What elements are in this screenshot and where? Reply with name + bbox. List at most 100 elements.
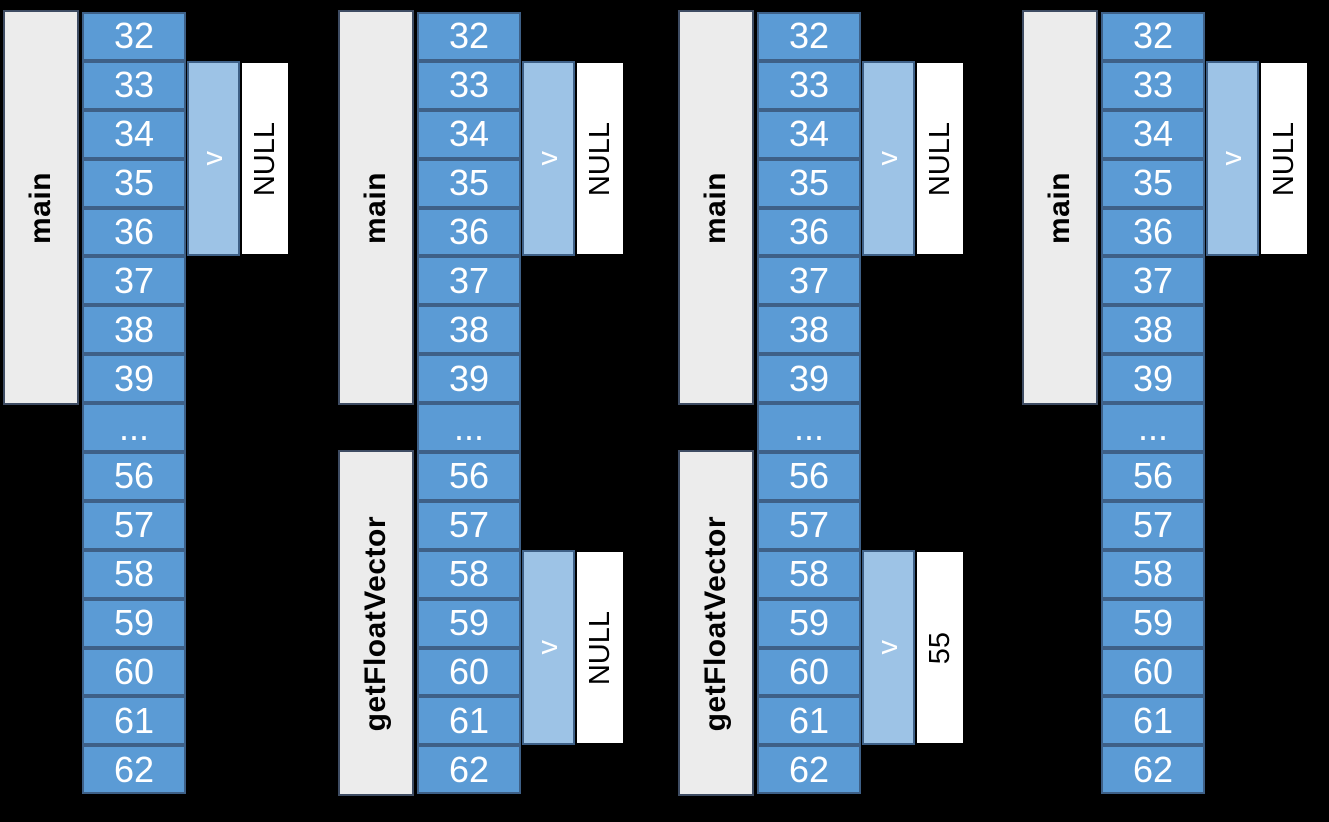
stack-cell: 38: [417, 305, 521, 355]
stack-cell-address: 34: [788, 113, 830, 155]
frame-getfloatvector-box: getFloatVector: [678, 450, 754, 797]
pointer-value: NULL: [923, 121, 956, 196]
stack-cell: 56: [82, 452, 186, 501]
frame-getfloatvector-box: getFloatVector: [338, 450, 414, 797]
pointer-label: v: [532, 151, 564, 166]
stack-cell-address: 33: [1132, 64, 1174, 106]
stack-cell: 56: [757, 452, 861, 501]
stack-cell-address: 34: [1132, 113, 1174, 155]
stack-cell-address: 60: [113, 651, 155, 693]
stack-cell-address: 38: [448, 308, 490, 350]
stack-cell-address: 57: [1132, 504, 1174, 546]
stack-cell: 34: [82, 109, 186, 159]
stack-cell: 59: [757, 598, 861, 648]
pointer-v-box: v: [862, 549, 915, 746]
stack-cell-address: 58: [113, 553, 155, 595]
stack-cell-address: 57: [113, 504, 155, 546]
stack-cell: 36: [1101, 207, 1205, 257]
stack-cell: 59: [82, 598, 186, 648]
stack-cell-address: 35: [448, 162, 490, 204]
stack-cell-address: 61: [1132, 699, 1174, 741]
stack-cell: 37: [1101, 256, 1205, 306]
stack-cell: 32: [1101, 12, 1205, 61]
stack-cell-address: 62: [448, 748, 490, 790]
pointer-value-box: NULL: [242, 62, 288, 255]
stack-cell: 39: [82, 354, 186, 404]
stack-cell-address: 59: [1132, 602, 1174, 644]
pointer-value: NULL: [583, 121, 616, 196]
stack-cell-address: 38: [1132, 308, 1174, 350]
stack-cell-address: 56: [1132, 455, 1174, 497]
stack-cell: 32: [417, 12, 521, 61]
stack-cell: 35: [417, 158, 521, 208]
stack-cell: 62: [417, 745, 521, 795]
stack-cell-address: 62: [113, 748, 155, 790]
stack-cell: 38: [1101, 305, 1205, 355]
stack-cell-address: 32: [788, 15, 830, 57]
stack-cell-address: 61: [788, 699, 830, 741]
stack-cell-address: 35: [113, 162, 155, 204]
pointer-v-box: v: [522, 60, 575, 257]
stack-cell-address: 39: [448, 357, 490, 399]
stack-cell-address: ...: [118, 406, 149, 448]
stack-cell: 32: [82, 12, 186, 61]
stack-cell-address: 38: [113, 308, 155, 350]
stack-cell: 60: [417, 647, 521, 697]
stack-cell-address: ...: [1137, 406, 1168, 448]
pointer-v-box: v: [1206, 60, 1259, 257]
stack-cell: 59: [1101, 598, 1205, 648]
stack-cell-address: 32: [1132, 15, 1174, 57]
stack-cell: 36: [82, 207, 186, 257]
pointer-v-box: v: [522, 549, 575, 746]
stack-cell: ...: [757, 403, 861, 453]
frame-main-box: main: [3, 10, 79, 406]
stack-cell: 57: [757, 500, 861, 550]
stack-cell-address: 39: [1132, 357, 1174, 399]
pointer-label: v: [1216, 151, 1248, 166]
pointer-value: NULL: [248, 121, 281, 196]
stack-cell-address: 60: [448, 651, 490, 693]
stack-cell-address: 57: [788, 504, 830, 546]
stack-cell: 39: [417, 354, 521, 404]
stack-cell: 58: [82, 549, 186, 599]
stack-cell-address: 36: [448, 211, 490, 252]
pointer-value-box: NULL: [577, 62, 623, 255]
stack-cell-address: 60: [1132, 651, 1174, 693]
pointer-label: v: [532, 640, 564, 655]
stack-cell-address: 32: [448, 15, 490, 57]
stack-cell: 60: [757, 647, 861, 697]
stack-cell: 61: [417, 696, 521, 746]
stack-cell: 36: [417, 207, 521, 257]
stack-cell: 38: [82, 305, 186, 355]
stack-cell: ...: [1101, 403, 1205, 453]
stack-cell: 62: [82, 745, 186, 795]
pointer-value: NULL: [583, 610, 616, 685]
stack-cell-address: 58: [1132, 553, 1174, 595]
stack-cell-address: 36: [113, 211, 155, 252]
stack-cell: 34: [1101, 109, 1205, 159]
pointer-label: v: [872, 151, 904, 166]
pointer-value-box: 55: [917, 551, 963, 744]
stack-cell: 35: [1101, 158, 1205, 208]
stack-cell: 34: [757, 109, 861, 159]
stack-cell: 61: [82, 696, 186, 746]
stack-cell-address: 32: [113, 15, 155, 57]
stack-cell-address: 56: [788, 455, 830, 497]
stack-cell: 35: [82, 158, 186, 208]
stack-cell: 33: [757, 60, 861, 110]
stack-cell: 56: [1101, 452, 1205, 501]
frame-label: main: [359, 171, 392, 244]
stack-cell-address: 36: [788, 211, 830, 252]
stack-cell: 37: [417, 256, 521, 306]
stack-cell: 58: [417, 549, 521, 599]
pointer-value-box: NULL: [577, 551, 623, 744]
stack-cell: 33: [1101, 60, 1205, 110]
stack-cell-address: 35: [788, 162, 830, 204]
stack-cell: 58: [757, 549, 861, 599]
stack-cell-address: 59: [788, 602, 830, 644]
stack-cell: 60: [1101, 647, 1205, 697]
